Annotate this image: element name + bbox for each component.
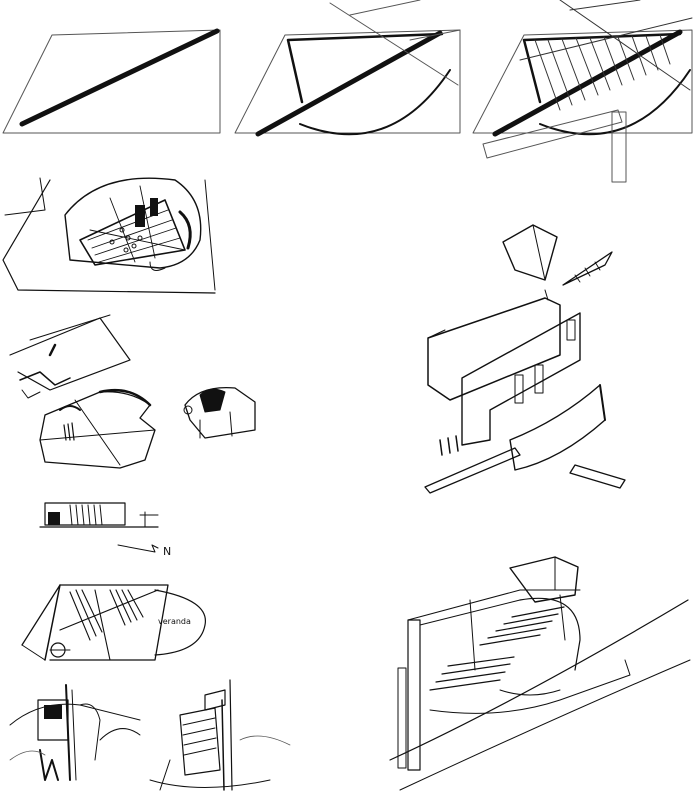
north-arrow: N xyxy=(117,544,171,558)
stair-perspective-sketch xyxy=(389,556,691,791)
veranda-label: veranda xyxy=(158,617,191,626)
north-arrow-label: N xyxy=(163,545,171,558)
veranda-plan-sketch: veranda xyxy=(21,584,206,661)
floor-plan-sketch xyxy=(39,388,156,469)
exploded-axonometric-sketch xyxy=(424,224,626,494)
section-sketch xyxy=(39,502,159,528)
perspective-sketch-right xyxy=(149,679,291,791)
small-axonometric-sketch xyxy=(183,386,256,439)
concept-diagram-3 xyxy=(472,0,693,183)
concept-diagram-2 xyxy=(234,0,461,137)
perspective-sketch-left xyxy=(9,684,141,781)
site-plan-sketch xyxy=(2,177,216,294)
concept-diagram-1 xyxy=(2,28,221,134)
massing-sketch-upper xyxy=(9,314,131,399)
